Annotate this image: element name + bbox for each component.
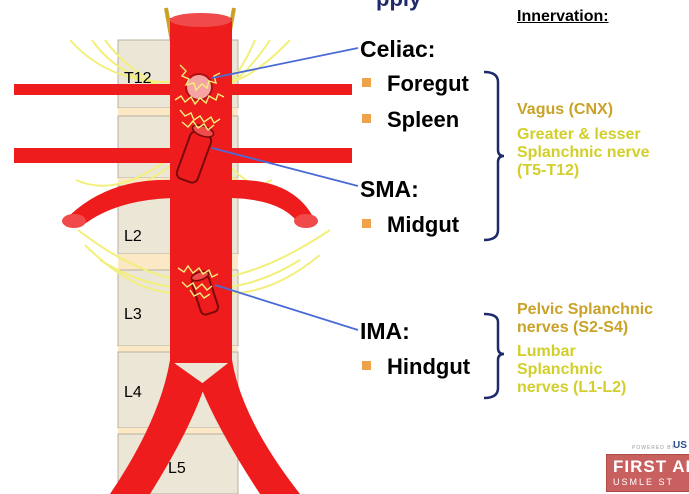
splanchnic-line-3: (T5-T12) [517, 162, 580, 179]
vertebra-label-l4: L4 [124, 384, 142, 401]
vertebra-label-t12: T12 [124, 70, 152, 87]
lumbar-line-1: Lumbar [517, 343, 576, 360]
splanchnic-line-2: Splanchnic nerve [517, 144, 650, 161]
pelvic-line-1: Pelvic Splanchnic [517, 301, 654, 318]
sma-heading: SMA: [360, 176, 419, 202]
celiac-pointer [211, 47, 359, 79]
splanchnic-line-1: Greater & lesser [517, 126, 641, 143]
vertebra-label-l2: L2 [124, 228, 142, 245]
right-iliac [200, 360, 300, 494]
logo-sub: USMLE ST [613, 477, 675, 487]
ima-heading: IMA: [360, 318, 410, 344]
innervation-heading: Innervation: [517, 8, 609, 25]
left-iliac [110, 360, 205, 494]
bullet-square-icon [362, 78, 371, 87]
lumbar-line-3: nerves (L1-L2) [517, 379, 627, 396]
logo-powered-by: POWERED BY [632, 445, 676, 451]
logo-name: FIRST AI [613, 457, 689, 476]
pelvic-line-2: nerves (S2-S4) [517, 319, 629, 336]
left-curved-branch [70, 179, 172, 226]
vertebra-label-l3: L3 [124, 306, 142, 323]
innervation-brackets [483, 70, 505, 400]
first-aid-logo: FIRST AI USMLE ST [606, 454, 689, 492]
ima-bullet-hindgut: Hindgut [387, 354, 471, 379]
aorta [14, 13, 352, 494]
lumbar-line-2: Splanchnic [517, 361, 603, 378]
logo-us-mark: US [673, 440, 687, 451]
right-curved-branch [232, 179, 312, 226]
celiac-bullet-foregut: Foregut [387, 71, 469, 96]
nerve-plexuses [174, 64, 225, 299]
upper-bracket [483, 70, 505, 242]
bullet-square-icon [362, 114, 371, 123]
celiac-heading: Celiac: [360, 36, 436, 62]
lower-bracket [483, 312, 505, 400]
bullet-square-icon [362, 361, 371, 370]
sma-bullet-midgut: Midgut [387, 212, 460, 237]
pointer-lines [211, 47, 359, 331]
bullet-square-icon [362, 219, 371, 228]
title-fragment: pply [376, 0, 421, 12]
upper-crossing-artery [14, 84, 352, 95]
celiac-bullet-spleen: Spleen [387, 107, 460, 132]
vertebra-label-l5: L5 [168, 460, 186, 477]
sma-pointer [211, 147, 359, 187]
ima-pointer [214, 284, 359, 331]
vagus-label: Vagus (CNX) [517, 101, 614, 118]
